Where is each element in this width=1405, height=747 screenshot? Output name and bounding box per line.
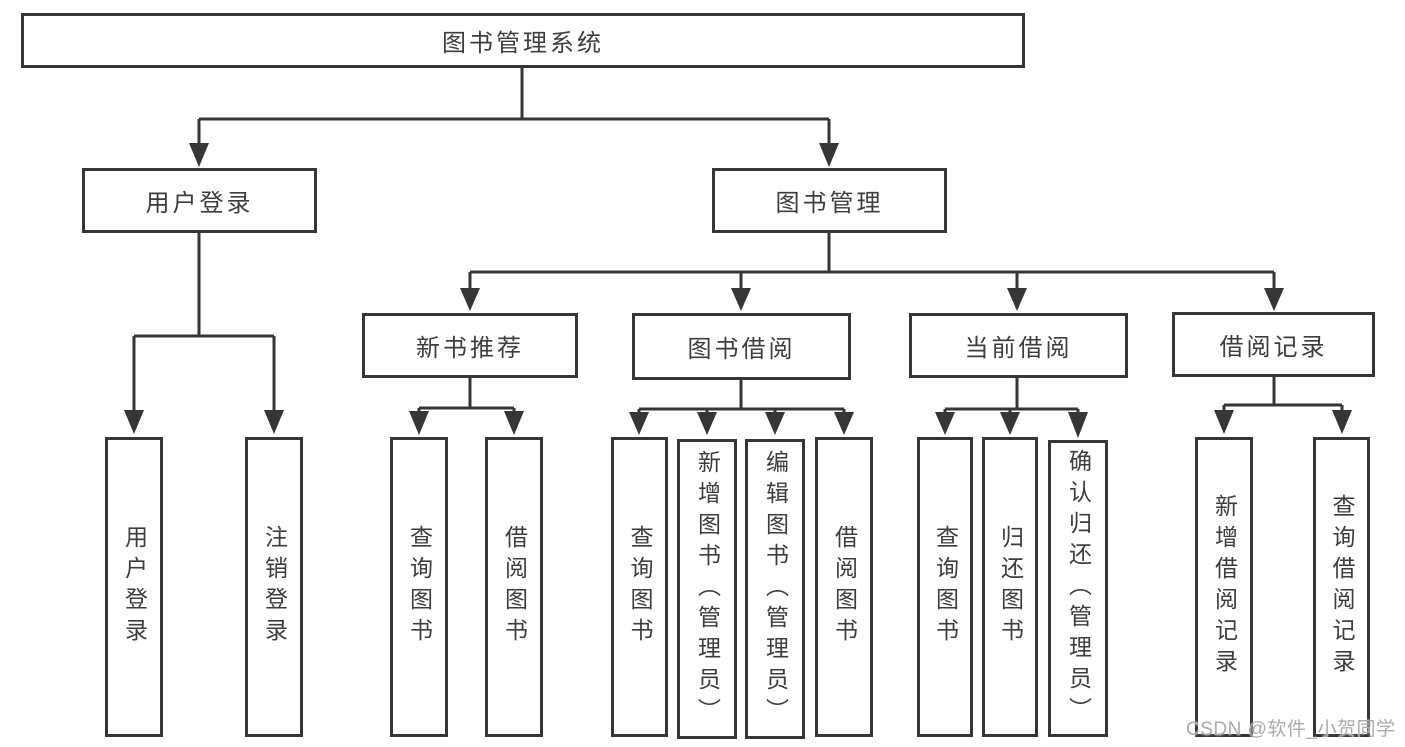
node-new-book-recommend: 新书推荐 [362,313,578,378]
leaf-bb-query-books: 查询图书 [611,437,668,737]
arrowhead-icon [1332,410,1352,434]
node-root: 图书管理系统 [21,13,1025,68]
leaf-br-query-record: 查询借阅记录 [1313,437,1370,737]
arrowhead-icon [697,412,717,435]
arrowhead-icon [819,143,839,167]
arrowhead-icon [629,412,649,435]
arrowhead-icon [460,288,480,311]
leaf-nb-borrow-books: 借阅图书 [485,437,543,737]
leaf-cb-query-books: 查询图书 [917,437,973,737]
arrowhead-icon [731,288,751,311]
arrowhead-icon [1007,288,1027,311]
arrowhead-icon [264,410,284,434]
node-borrow-records: 借阅记录 [1172,312,1375,377]
node-book-borrow: 图书借阅 [632,313,851,380]
arrowhead-icon [1214,410,1234,434]
leaf-user-login: 用户登录 [105,437,163,737]
arrowhead-icon [124,410,144,434]
arrowhead-icon [1068,412,1088,438]
leaf-nb-query-books: 查询图书 [390,437,448,737]
arrowhead-icon [504,411,524,435]
leaf-logout: 注销登录 [245,437,303,737]
leaf-cb-confirm-return-admin: 确认归还（管理员） [1048,440,1108,737]
arrowhead-icon [935,412,955,435]
node-user-login: 用户登录 [82,168,317,233]
leaf-bb-add-books-admin: 新增图书（管理员） [677,439,737,739]
arrowhead-icon [1264,288,1284,311]
arrowhead-icon [834,412,854,435]
arrowhead-icon [409,411,429,435]
node-book-management: 图书管理 [712,168,947,233]
arrowhead-icon [1000,412,1020,435]
csdn-watermark: CSDN @软件_小贺同学 [1186,719,1396,740]
arrowhead-icon [189,143,209,167]
leaf-cb-return-books: 归还图书 [982,437,1038,737]
leaf-bb-edit-books-admin: 编辑图书（管理员） [745,439,805,739]
leaf-br-add-record: 新增借阅记录 [1195,437,1253,737]
leaf-bb-borrow-books: 借阅图书 [815,437,873,737]
node-current-borrow: 当前借阅 [909,313,1128,378]
arrowhead-icon [765,412,785,435]
